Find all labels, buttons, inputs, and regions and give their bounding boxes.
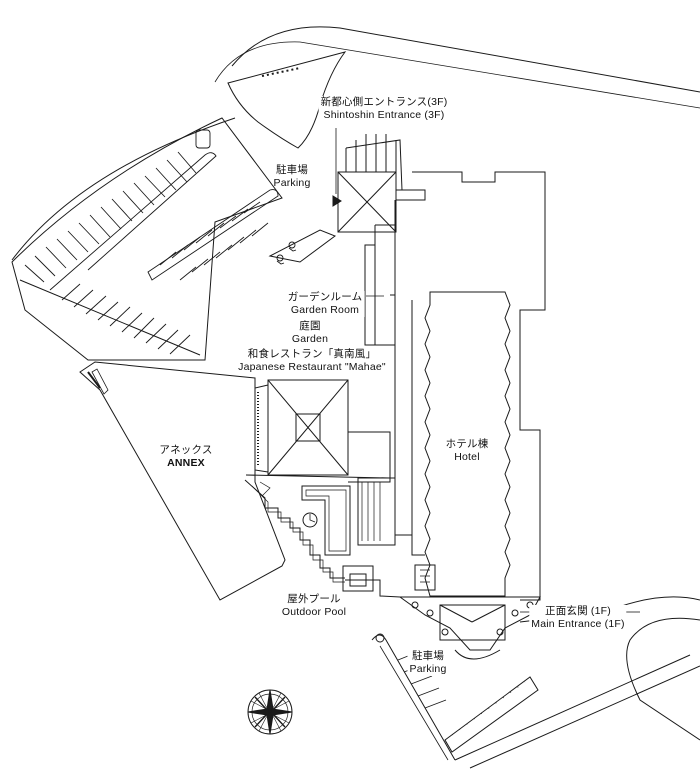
- label-en: Hotel: [454, 451, 480, 463]
- parking-lot-north: [11, 117, 337, 361]
- label-en: Garden: [291, 333, 329, 345]
- label-parking-south: 駐車場 Parking: [407, 650, 449, 676]
- label-jp: ホテル棟: [445, 438, 489, 450]
- japanese-restaurant-building: [245, 379, 391, 483]
- label-jp: 和食レストラン「真南風」: [247, 348, 377, 360]
- entrance-arrow-icon: [332, 195, 342, 207]
- label-annex: アネックス ANNEX: [159, 444, 212, 470]
- label-en: Japanese Restaurant "Mahae": [238, 361, 386, 373]
- label-en: Garden Room: [290, 304, 360, 316]
- label-jp: 駐車場: [275, 164, 309, 176]
- label-main-entrance: 正面玄関 (1F) Main Entrance (1F): [529, 605, 627, 631]
- hotel-building: [364, 171, 546, 601]
- label-en: ANNEX: [167, 457, 205, 469]
- label-en: Outdoor Pool: [281, 606, 347, 618]
- label-jp: 正面玄関 (1F): [545, 605, 611, 617]
- label-japanese-restaurant: 和食レストラン「真南風」 Japanese Restaurant "Mahae": [236, 348, 388, 374]
- label-en: Parking: [409, 663, 447, 675]
- label-jp: 庭園: [299, 320, 321, 332]
- roads: [11, 26, 700, 769]
- label-parking-north: 駐車場 Parking: [273, 164, 310, 190]
- main-entrance-canopy: [398, 596, 541, 660]
- clock-icon: [302, 512, 318, 528]
- accessible-parking-icon: [276, 241, 297, 265]
- annex-building: [79, 361, 286, 601]
- label-outdoor-pool: 屋外プール Outdoor Pool: [279, 593, 349, 619]
- label-garden: 庭園 Garden: [292, 320, 328, 346]
- label-jp: 駐車場: [411, 650, 445, 662]
- top-planter: [227, 51, 347, 149]
- compass-rose-icon: [247, 689, 293, 735]
- label-en: Shintoshin Entrance (3F): [323, 109, 445, 121]
- shintoshin-entrance-tower: [337, 134, 426, 233]
- label-jp: アネックス: [159, 444, 213, 456]
- outdoor-pool-area: [244, 477, 396, 592]
- label-en: Parking: [273, 177, 311, 189]
- label-shintoshin-entrance: 新都心側エントランス(3F) Shintoshin Entrance (3F): [318, 96, 450, 122]
- label-en: Main Entrance (1F): [531, 618, 625, 630]
- label-garden-room: ガーデンルーム Garden Room: [285, 291, 365, 317]
- label-jp: 新都心側エントランス(3F): [320, 96, 448, 108]
- label-jp: ガーデンルーム: [287, 291, 363, 303]
- label-jp: 屋外プール: [287, 593, 341, 605]
- label-hotel: ホテル棟 Hotel: [446, 438, 489, 464]
- parking-lot-south: [371, 633, 539, 761]
